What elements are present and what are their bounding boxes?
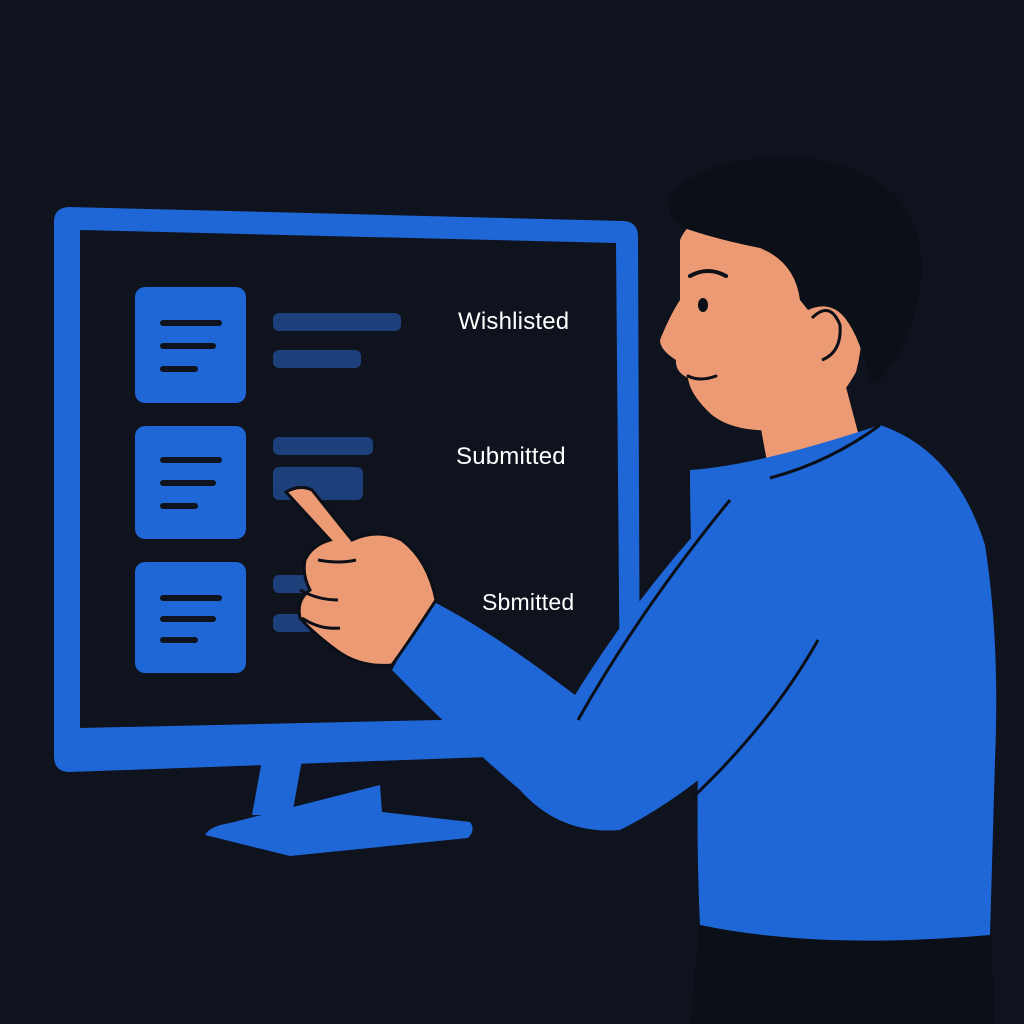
monitor-stand — [205, 760, 473, 856]
arm — [392, 495, 814, 831]
eye — [698, 298, 708, 312]
placeholder-bar — [273, 575, 313, 593]
list-item[interactable] — [135, 287, 401, 403]
placeholder-bar — [273, 437, 373, 455]
status-label-wishlisted: Wishlisted — [458, 308, 570, 335]
status-label-sbmitted: Sbmitted — [482, 589, 575, 615]
status-label-submitted: Submitted — [456, 443, 566, 470]
list-item[interactable] — [135, 562, 313, 673]
hair — [668, 156, 922, 385]
placeholder-bar — [273, 350, 361, 368]
pants — [690, 915, 995, 1024]
person — [283, 156, 997, 1024]
smile — [686, 374, 718, 381]
placeholder-bar — [273, 313, 401, 331]
placeholder-bar-highlighted — [273, 467, 363, 500]
pointing-hand — [283, 485, 438, 667]
